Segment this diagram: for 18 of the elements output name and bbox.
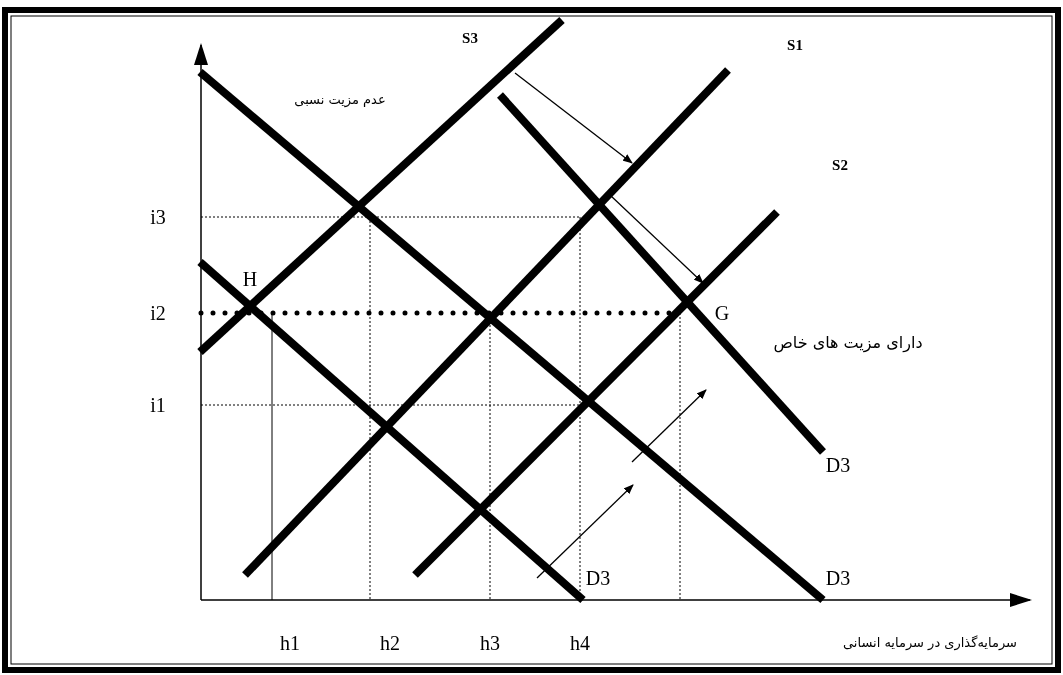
curve-label: S1	[787, 36, 803, 55]
curve-label: D3	[585, 567, 611, 589]
region-label: عدم مزیت نسبی	[294, 91, 386, 110]
axis-tick-label: i2	[150, 302, 166, 324]
axis-tick-label: h1	[280, 632, 300, 654]
axis-tick-label: h3	[480, 632, 500, 654]
point-label: G	[714, 302, 730, 324]
curve-label: D3	[825, 454, 851, 476]
axis-tick-label: i1	[150, 394, 166, 416]
axis-tick-label: i3	[150, 206, 166, 228]
curve-label: S3	[462, 29, 478, 48]
region-label: دارای مزیت های خاص	[773, 332, 923, 354]
curve-label: S2	[832, 156, 848, 175]
axis-tick-label: h2	[380, 632, 400, 654]
point-label: H	[242, 268, 258, 290]
curve-label: D3	[825, 567, 851, 589]
axis-title: سرمایه‌گذاری در سرمایه انسانی	[843, 634, 1017, 653]
axis-tick-label: h4	[570, 632, 590, 654]
